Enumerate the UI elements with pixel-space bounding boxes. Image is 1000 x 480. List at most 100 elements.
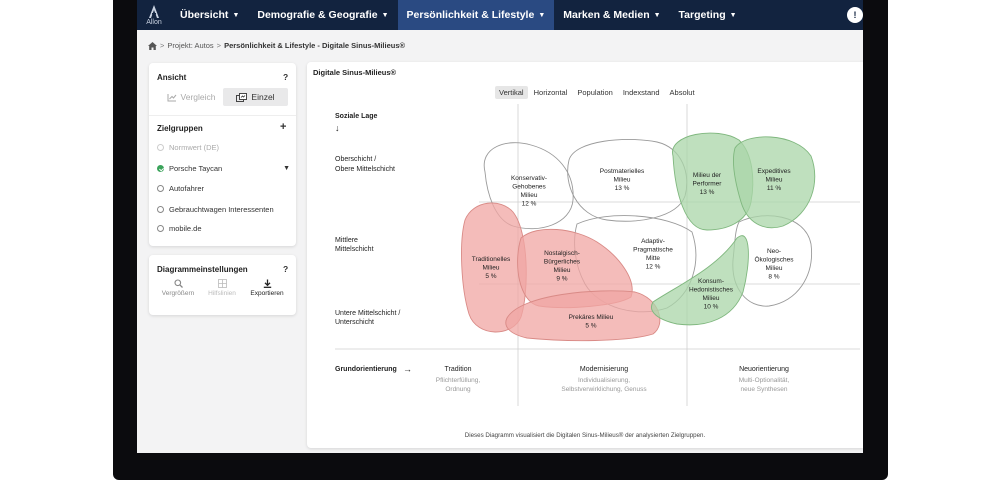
row-label-oberschicht-2: Obere Mittelschicht <box>335 166 395 173</box>
milieu-shape-prekaeres[interactable] <box>505 290 661 342</box>
zielgruppe-item-autofahrer[interactable]: Autofahrer <box>157 184 204 193</box>
chevron-down-icon: ▼ <box>232 11 240 19</box>
radio-indicator <box>157 144 164 151</box>
tab-vertikal[interactable]: Vertikal <box>495 86 528 99</box>
radio-checked-indicator <box>157 165 164 172</box>
sinus-milieus-chart-card: Digitale Sinus-Milieus® Vertikal Horizon… <box>307 62 863 448</box>
nav-item-targeting[interactable]: Targeting▼ <box>670 0 746 30</box>
nav-item-persoenlichkeit[interactable]: Persönlichkeit & Lifestyle▼ <box>397 0 555 30</box>
vergroessern-button[interactable]: Vergrößern <box>156 279 200 297</box>
hilfslinien-label: Hilfslinien <box>208 290 236 297</box>
chevron-down-icon: ▼ <box>381 11 389 19</box>
zielgruppe-label: mobile.de <box>169 224 202 233</box>
chart-view-tabs: Vertikal Horizontal Population Indexstan… <box>495 86 699 99</box>
breadcrumb-separator: > <box>216 41 222 50</box>
logo-text: Allon <box>146 18 162 26</box>
chevron-down-icon: ▼ <box>538 11 546 19</box>
radio-indicator <box>157 225 164 232</box>
column-title-modernisierung: Modernisierung <box>580 366 628 373</box>
nav-item-label: Demografie & Geografie <box>257 9 378 21</box>
row-label-mittlere-1: Mittlere <box>335 237 358 244</box>
zielgruppe-label: Gebrauchtwagen Interessenten <box>169 205 274 214</box>
row-label-untere-2: Unterschicht <box>335 319 374 326</box>
diagrammeinstellungen-title: Diagrammeinstellungen <box>157 265 248 274</box>
download-icon <box>263 279 271 288</box>
chart-compare-icon <box>167 93 176 101</box>
column-sub-neuorientierung-1: Multi-Optionalität, <box>739 377 790 384</box>
column-sub-tradition-2: Ordnung <box>445 386 471 393</box>
info-icon[interactable]: ! <box>847 7 863 23</box>
column-sub-neuorientierung-2: neue Synthesen <box>741 386 788 393</box>
column-title-neuorientierung: Neuorientierung <box>739 366 789 373</box>
zielgruppe-item-mobile-de[interactable]: mobile.de <box>157 224 202 233</box>
radio-indicator <box>157 185 164 192</box>
row-label-oberschicht-1: Oberschicht / <box>335 156 376 163</box>
column-title-tradition: Tradition <box>445 366 472 373</box>
exportieren-button[interactable]: Exportieren <box>245 279 289 297</box>
home-icon[interactable] <box>148 41 157 50</box>
zielgruppe-item-normwert: Normwert (DE) <box>157 143 219 152</box>
zoom-icon <box>173 279 183 288</box>
chart-caption: Dieses Diagramm visualisiert die Digital… <box>464 432 706 439</box>
column-sub-modernisierung-2: Selbstverwirklichung, Genuss <box>561 386 647 393</box>
zielgruppe-label: Normwert (DE) <box>169 143 219 152</box>
nav-item-marken[interactable]: Marken & Medien▼ <box>554 0 669 30</box>
add-zielgruppe-button[interactable]: + <box>280 121 287 133</box>
help-icon[interactable]: ? <box>283 72 289 82</box>
breadcrumb-item-project[interactable]: Projekt: Autos <box>167 41 214 50</box>
caret-down-icon[interactable]: ▼ <box>283 165 290 172</box>
row-label-untere-1: Untere Mittelschicht / <box>335 310 400 317</box>
milieu-shape-konsum-hedonistisches[interactable] <box>651 235 749 326</box>
y-axis-arrow: ↓ <box>335 123 340 133</box>
zielgruppe-label: Autofahrer <box>169 184 205 193</box>
diagrammeinstellungen-card: Diagrammeinstellungen ? Vergrößern Hilfs… <box>149 255 296 315</box>
top-navigation-bar: Allon Übersicht▼ Demografie & Geografie▼… <box>137 0 863 30</box>
nav-item-label: Persönlichkeit & Lifestyle <box>406 9 535 21</box>
zielgruppe-item-gebrauchtwagen[interactable]: Gebrauchtwagen Interessenten <box>157 205 274 214</box>
tab-horizontal[interactable]: Horizontal <box>533 88 568 97</box>
breadcrumb-item-current: Persönlichkeit & Lifestyle - Digitale Si… <box>224 41 406 50</box>
vergleich-button[interactable]: Vergleich <box>163 88 219 106</box>
nav-item-label: Targeting <box>678 9 726 21</box>
app-logo[interactable]: Allon <box>137 0 171 30</box>
grid-lines-icon <box>217 279 227 288</box>
breadcrumb-separator: > <box>160 41 165 50</box>
nav-item-label: Übersicht <box>180 9 229 21</box>
row-label-mittlere-2: Mittelschicht <box>335 246 374 253</box>
x-axis-title: Grundorientierung <box>335 366 397 373</box>
vergleich-label: Vergleich <box>180 92 216 102</box>
nav-item-uebersicht[interactable]: Übersicht▼ <box>171 0 248 30</box>
zielgruppe-item-porsche-taycan[interactable]: Porsche Taycan ▼ <box>157 164 290 173</box>
hilfslinien-button: Hilfslinien <box>200 279 244 297</box>
einzel-button[interactable]: Einzel <box>223 88 288 106</box>
breadcrumb: > Projekt: Autos > Persönlichkeit & Life… <box>148 41 405 50</box>
sinus-milieus-map: Soziale Lage ↓ Oberschicht / Obere Mitte… <box>335 104 860 406</box>
y-axis-title: Soziale Lage <box>335 113 378 120</box>
column-sub-modernisierung-1: Individualisierung, <box>578 377 630 384</box>
column-sub-tradition-1: Pflichterfüllung, <box>436 377 481 384</box>
tab-absolut[interactable]: Absolut <box>669 88 695 97</box>
vergroessern-label: Vergrößern <box>161 290 195 297</box>
help-icon[interactable]: ? <box>283 264 289 274</box>
exportieren-label: Exportieren <box>250 290 284 297</box>
radio-indicator <box>157 206 164 213</box>
chevron-down-icon: ▼ <box>729 11 737 19</box>
nav-item-demografie[interactable]: Demografie & Geografie▼ <box>248 0 397 30</box>
app-screen: Allon Übersicht▼ Demografie & Geografie▼… <box>137 0 863 453</box>
milieu-shape-expeditives[interactable] <box>732 136 816 229</box>
divider <box>149 115 296 116</box>
zielgruppe-label: Porsche Taycan <box>169 164 223 173</box>
single-view-icon <box>236 92 248 102</box>
tab-indexstand[interactable]: Indexstand <box>622 88 660 97</box>
chevron-down-icon: ▼ <box>653 11 661 19</box>
tab-population[interactable]: Population <box>577 88 613 97</box>
